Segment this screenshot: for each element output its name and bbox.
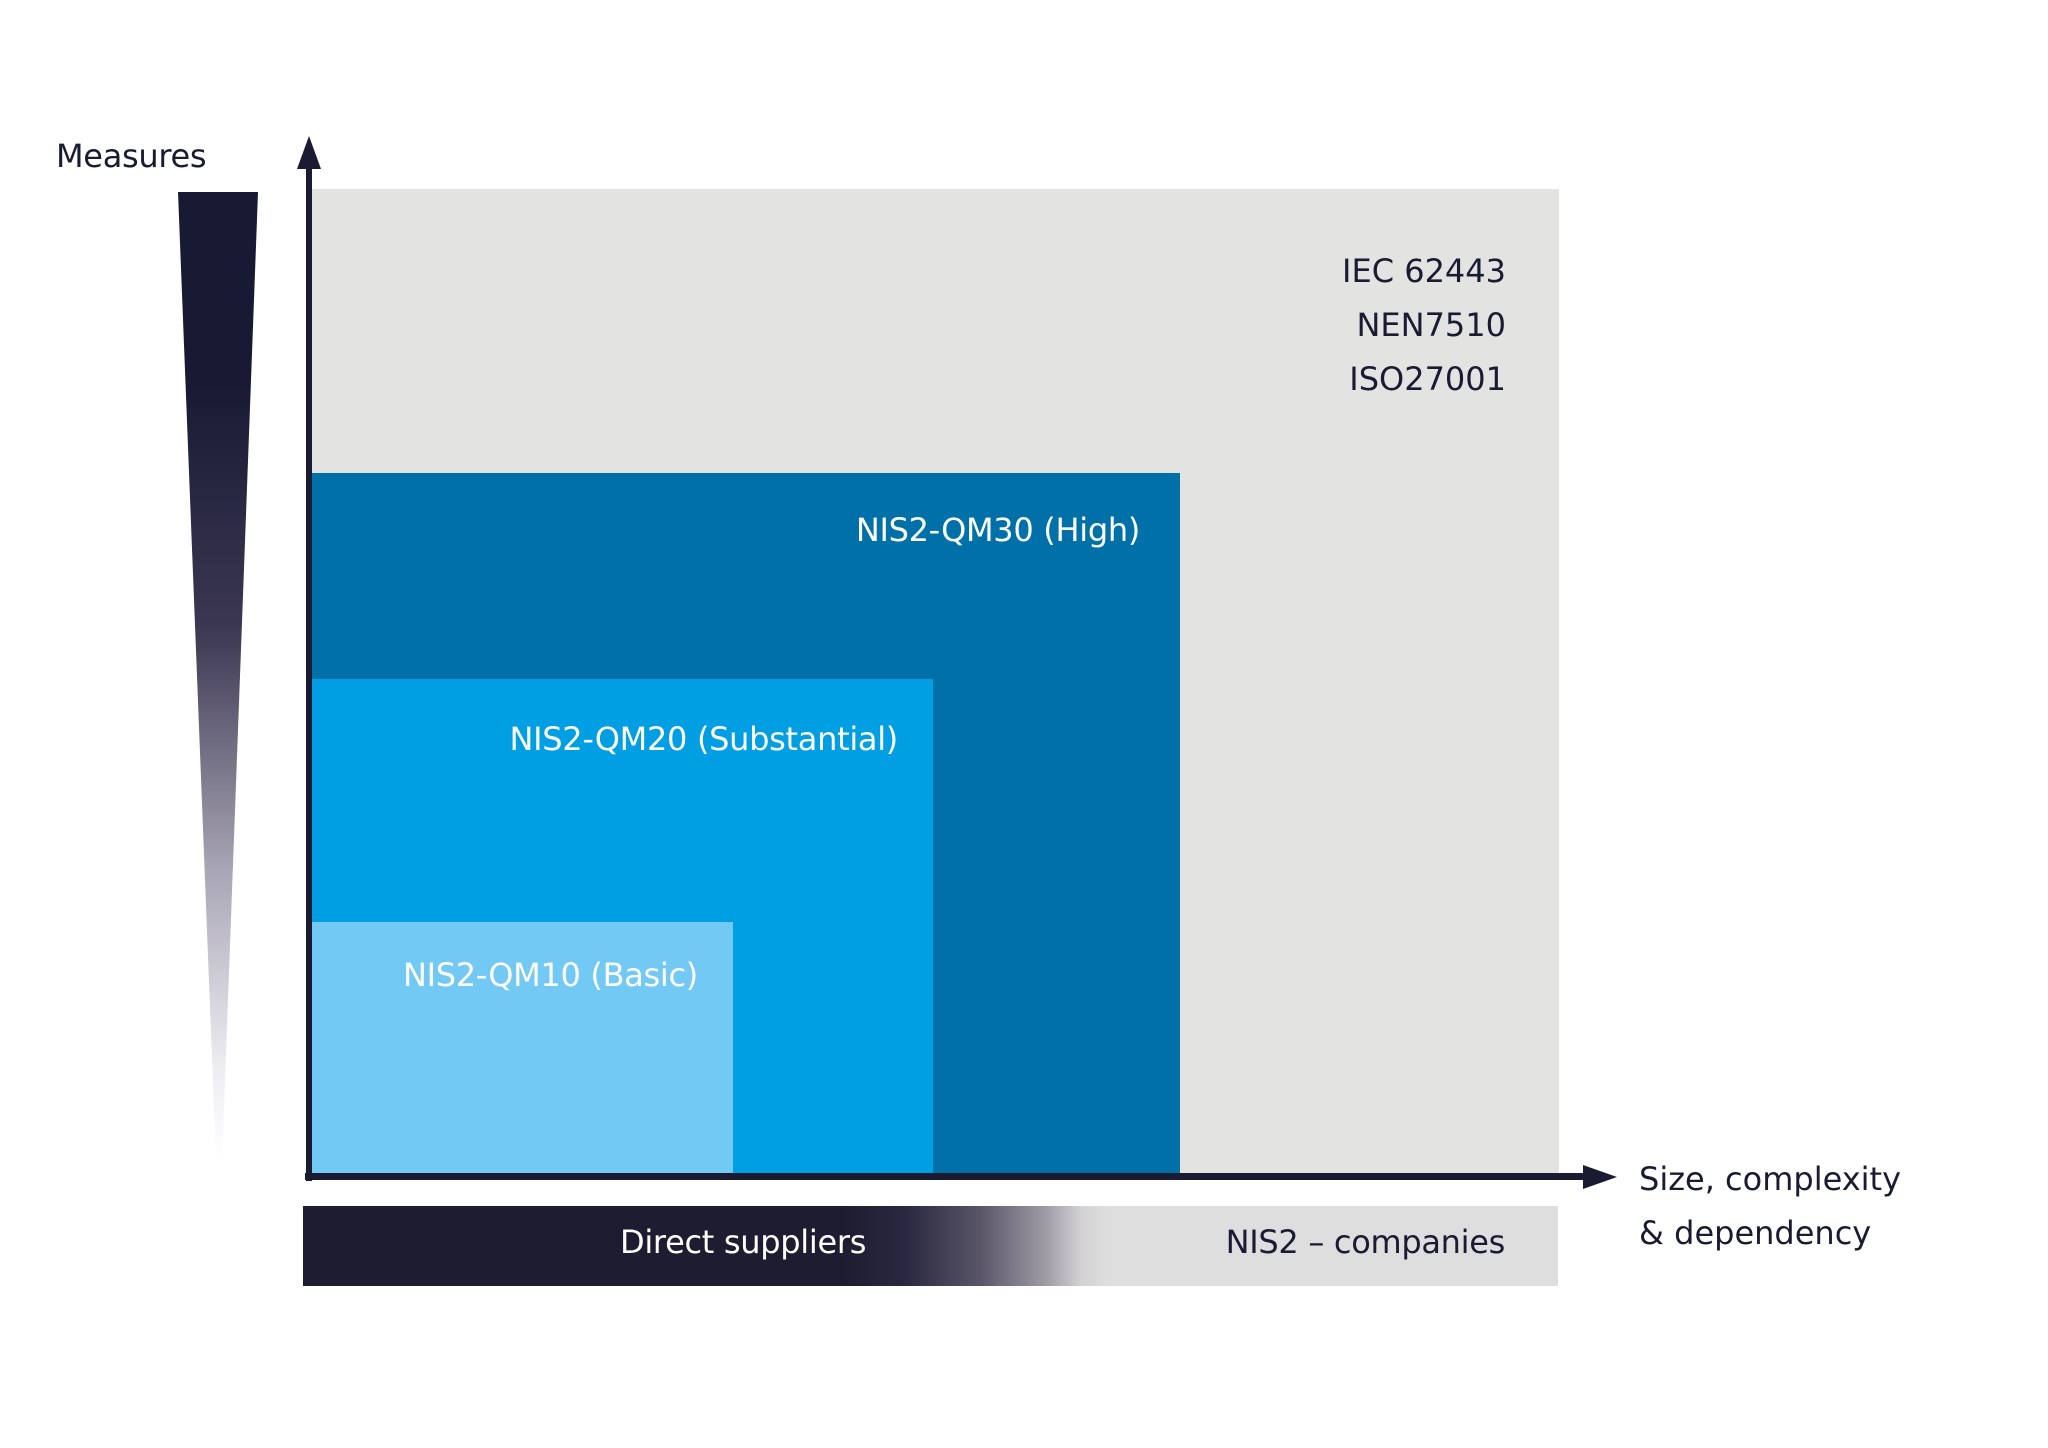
standard-iec-62443: IEC 62443 [1342, 252, 1506, 290]
y-axis-line [306, 166, 312, 1181]
label-nis2-qm10: NIS2-QM10 (Basic) [402, 956, 698, 994]
label-nis2-qm20: NIS2-QM20 (Substantial) [509, 720, 899, 758]
y-axis-label: Measures [56, 137, 207, 175]
label-nis2-qm30: NIS2-QM30 (High) [855, 511, 1140, 549]
x-axis-line [305, 1173, 1587, 1180]
standard-iso27001: ISO27001 [1349, 360, 1506, 398]
x-axis-label-line-2: & dependency [1639, 1214, 1872, 1252]
region-nis2-qm10 [312, 922, 733, 1173]
standards-list: IEC 62443 NEN7510 ISO27001 [1342, 244, 1506, 406]
label-nis2-companies: NIS2 – companies [1225, 1223, 1506, 1261]
label-direct-suppliers: Direct suppliers [620, 1223, 867, 1261]
x-axis-label: Size, complexity & dependency [1639, 1152, 1901, 1260]
wedge-shape [178, 192, 258, 1160]
y-axis-arrowhead-icon [297, 136, 321, 169]
y-axis-arrow [297, 136, 321, 1181]
company-type-bar [303, 1206, 1558, 1286]
x-axis-label-line-1: Size, complexity [1639, 1160, 1902, 1198]
x-axis-arrow [305, 1165, 1617, 1189]
x-axis-arrowhead-icon [1583, 1165, 1617, 1189]
standard-nen7510: NEN7510 [1356, 306, 1506, 344]
measures-gradient-wedge [178, 192, 258, 1160]
